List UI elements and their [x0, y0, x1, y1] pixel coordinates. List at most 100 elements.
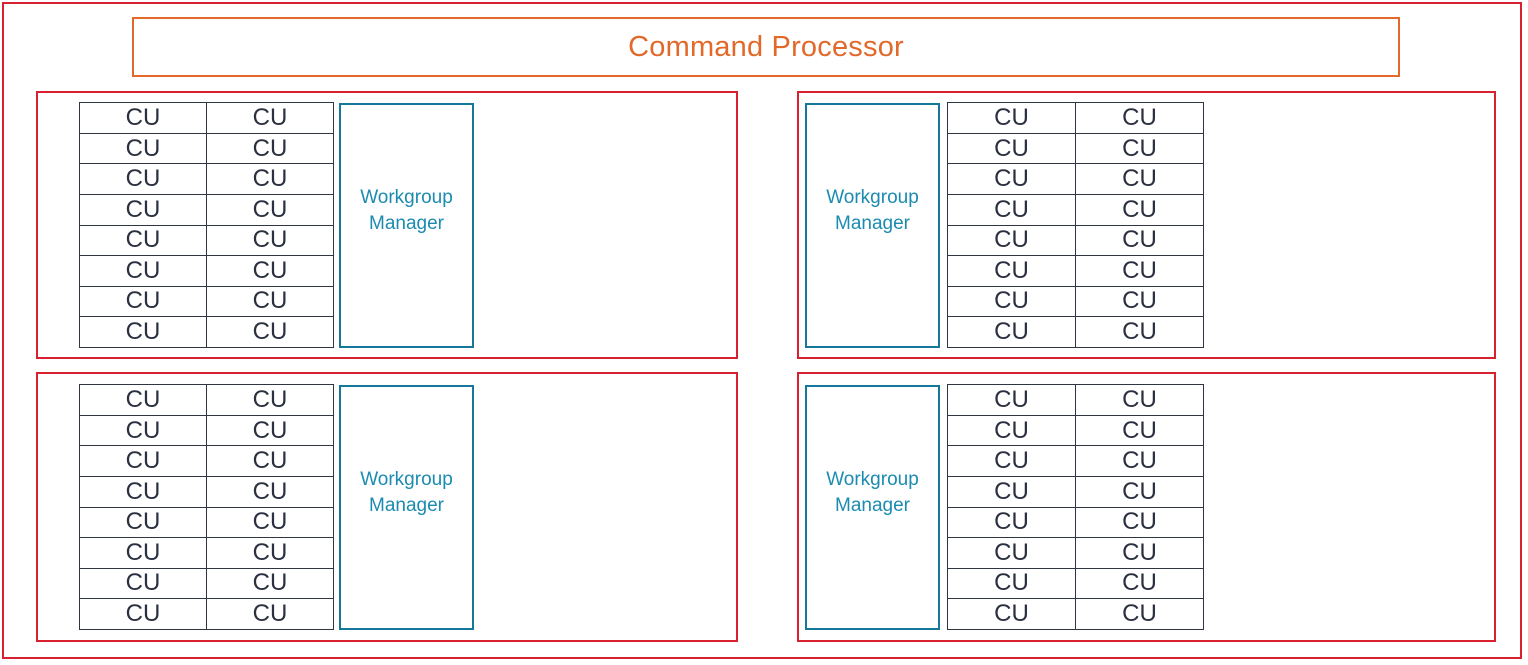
compute-unit-cell: CU — [206, 445, 334, 477]
workgroup-manager-label-line2: Manager — [369, 213, 444, 234]
compute-unit-cell: CU — [947, 316, 1076, 348]
workgroup-manager-label-line1: Workgroup — [826, 187, 919, 209]
compute-unit-cell: CU — [1075, 598, 1204, 630]
workgroup-manager-label: Workgroup Manager — [826, 185, 919, 236]
workgroup-manager-label-line2: Manager — [835, 495, 910, 516]
compute-unit-cell: CU — [947, 255, 1076, 287]
compute-unit-cell: CU — [79, 414, 207, 447]
page-title: Command Processor — [628, 30, 904, 63]
compute-unit-cell: CU — [79, 537, 207, 569]
compute-unit-cell: CU — [206, 316, 334, 348]
compute-unit-cell: CU — [947, 445, 1076, 477]
workgroup-manager-label: Workgroup Manager — [360, 467, 453, 518]
compute-unit-cell: CU — [1075, 163, 1204, 195]
compute-unit-cell: CU — [947, 414, 1076, 447]
compute-unit-cell: CU — [947, 537, 1076, 569]
compute-unit-cell: CU — [206, 537, 334, 569]
compute-unit-cell: CU — [206, 475, 334, 508]
compute-unit-cell: CU — [206, 102, 334, 134]
compute-unit-cell: CU — [1075, 475, 1204, 508]
workgroup-manager-label: Workgroup Manager — [360, 185, 453, 236]
compute-unit-cell: CU — [1075, 506, 1204, 539]
compute-unit-cell: CU — [206, 285, 334, 318]
compute-unit-cell: CU — [79, 132, 207, 165]
compute-unit-cell: CU — [947, 224, 1076, 257]
compute-unit-cell: CU — [206, 255, 334, 287]
compute-unit-cell: CU — [1075, 102, 1204, 134]
compute-unit-cell: CU — [79, 163, 207, 195]
compute-unit-cell: CU — [79, 445, 207, 477]
compute-unit-cell: CU — [79, 598, 207, 630]
compute-unit-cell: CU — [947, 163, 1076, 195]
compute-unit-cell: CU — [79, 102, 207, 134]
compute-unit-cell: CU — [79, 193, 207, 226]
workgroup-manager: Workgroup Manager — [805, 102, 940, 348]
compute-unit-cell: CU — [1075, 567, 1204, 600]
workgroup-manager-label-line2: Manager — [369, 495, 444, 516]
compute-unit-cell: CU — [79, 316, 207, 348]
compute-unit-cell: CU — [1075, 537, 1204, 569]
workgroup-manager: Workgroup Manager — [339, 384, 474, 630]
workgroup-manager-label-line1: Workgroup — [826, 469, 919, 491]
workgroup-manager-label: Workgroup Manager — [826, 467, 919, 518]
compute-unit-cell: CU — [79, 506, 207, 539]
compute-unit-cell: CU — [79, 567, 207, 600]
compute-unit-cell: CU — [947, 285, 1076, 318]
compute-unit-cell: CU — [947, 506, 1076, 539]
command-processor-title-box: Command Processor — [132, 17, 1400, 77]
workgroup-manager-label-line2: Manager — [835, 213, 910, 234]
compute-unit-cell: CU — [947, 475, 1076, 508]
compute-unit-cell: CU — [206, 598, 334, 630]
compute-unit-cell: CU — [947, 567, 1076, 600]
compute-unit-cell: CU — [947, 193, 1076, 226]
compute-unit-cell: CU — [206, 414, 334, 447]
compute-unit-cell: CU — [1075, 384, 1204, 416]
compute-unit-cell: CU — [947, 102, 1076, 134]
compute-unit-cell: CU — [1075, 224, 1204, 257]
compute-unit-cell: CU — [206, 567, 334, 600]
compute-unit-cell: CU — [206, 384, 334, 416]
compute-unit-cell: CU — [206, 132, 334, 165]
compute-unit-cell: CU — [79, 475, 207, 508]
compute-unit-cell: CU — [1075, 255, 1204, 287]
workgroup-manager: Workgroup Manager — [805, 384, 940, 630]
compute-unit-cell: CU — [1075, 193, 1204, 226]
compute-unit-cell: CU — [1075, 285, 1204, 318]
compute-unit-cell: CU — [79, 285, 207, 318]
compute-unit-cell: CU — [206, 224, 334, 257]
